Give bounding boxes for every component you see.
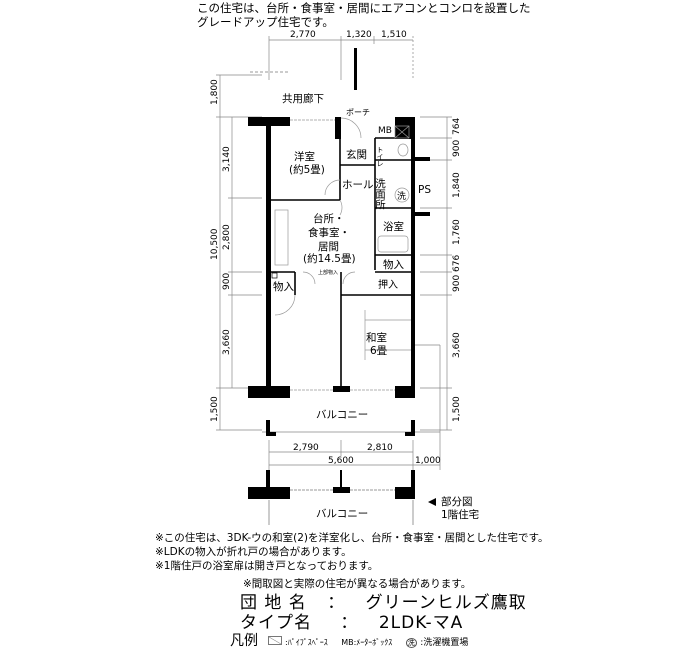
dim-left-3: 1,500	[210, 396, 220, 422]
legend-title: 凡例	[230, 633, 258, 649]
dim-bottom-2: 2,810	[367, 443, 393, 453]
legend-ps: :ﾊﾟｲﾌﾟｽﾍﾟｰｽ	[285, 638, 328, 647]
walls	[248, 117, 430, 436]
dim-right-1: 764	[452, 118, 462, 135]
separator: ：	[327, 593, 346, 613]
label-ldk-size: (約14.5畳)	[303, 252, 356, 265]
label-closet: 押入	[378, 278, 398, 291]
label-toilet: トイレ	[376, 146, 384, 167]
label-western-room: 洋室	[294, 150, 315, 163]
dim-top-1: 2,770	[290, 30, 316, 40]
property-name-row: 団 地 名 ： グリーンヒルズ鷹取	[240, 593, 527, 613]
dim-left-2: 10,500	[210, 228, 220, 260]
dim-right-5: 676	[452, 255, 462, 272]
legend: 凡例 :ﾊﾟｲﾌﾟｽﾍﾟｰｽ MB:ﾒｰﾀｰﾎﾞｯｸｽ 洗 :洗濯機置場	[230, 633, 469, 650]
header-line-1: この住宅は、台所・食事室・居間にエアコンとコンロを設置した	[197, 1, 531, 15]
dim-left-inner-2: 2,800	[222, 224, 232, 250]
label-storage-right: 物入	[383, 258, 404, 271]
label-balcony: バルコニー	[316, 409, 368, 421]
header-line-2: グレードアップ住宅です。	[197, 15, 334, 29]
label-entrance: 玄関	[346, 148, 367, 161]
label-porch: ポーチ	[346, 108, 370, 117]
dim-left-inner-1: 3,140	[222, 146, 232, 172]
partitions	[271, 125, 411, 390]
arrow-icon	[428, 498, 436, 506]
label-ldk-2: 食事室・	[308, 226, 350, 239]
label-partial-2: 1階住宅	[441, 508, 479, 521]
label-mb: MB	[378, 126, 392, 136]
label-ldk-3: 居間	[318, 241, 339, 253]
dim-left-inner-4: 3,660	[222, 329, 232, 355]
separator: ：	[340, 613, 359, 633]
note-3: ※1階住戸の浴室扉は開き戸となっております。	[155, 560, 379, 572]
disclaimer: ※間取図と実際の住宅が異なる場合があります。	[243, 578, 472, 590]
label-bath: 浴室	[383, 220, 404, 233]
dim-right-2: 900	[452, 140, 462, 157]
property-type-label: タイプ名	[240, 613, 312, 633]
label-corridor: 共用廊下	[282, 92, 324, 105]
dim-top-2: 1,320	[346, 30, 372, 40]
dim-right-6: 900	[452, 275, 462, 292]
label-washroom: 洗面所	[374, 178, 386, 210]
property-name-value: グリーンヒルズ鷹取	[365, 593, 527, 613]
label-western-room-size: (約5畳)	[289, 163, 325, 176]
property-type-value: 2LDK-マA	[378, 613, 464, 633]
label-storage-left: 物入	[273, 280, 294, 293]
dim-right-4: 1,760	[452, 219, 462, 245]
dim-bottom-3: 5,600	[328, 456, 354, 466]
dim-right-8: 1,500	[452, 396, 462, 422]
label-japanese-room: 和室	[366, 331, 387, 344]
dim-top-3: 1,510	[381, 30, 407, 40]
label-washer: 洗	[397, 190, 406, 202]
dim-left-1: 1,800	[210, 79, 220, 105]
property-type-row: タイプ名 ： 2LDK-マA	[240, 613, 463, 633]
note-1: ※この住宅は、3DK-ウの和室(2)を洋室化し、台所・食事室・居間とした住宅です…	[155, 532, 549, 544]
dim-bottom-1: 2,790	[293, 443, 319, 453]
property-name-label: 団 地 名	[240, 593, 307, 613]
washer-icon: 洗	[405, 638, 417, 648]
dim-right-3: 1,840	[452, 172, 462, 198]
legend-mb: MB:ﾒｰﾀｰﾎﾞｯｸｽ	[341, 638, 393, 647]
partial-plan	[248, 470, 436, 525]
label-ldk-1: 台所・	[313, 212, 345, 225]
label-balcony-partial: バルコニー	[316, 508, 368, 520]
label-hall: ホール	[342, 179, 374, 191]
label-japanese-room-size: 6畳	[370, 345, 388, 357]
dim-bottom-4: 1,000	[415, 456, 441, 466]
dimension-lines	[216, 36, 452, 470]
label-partial-1: 部分図	[441, 495, 473, 508]
note-2: ※LDKの物入が折れ戸の場合があります。	[155, 546, 352, 558]
legend-washer: :洗濯機置場	[420, 638, 469, 648]
pipe-space-icon	[267, 636, 282, 645]
dim-right-7: 3,660	[452, 332, 462, 358]
dim-left-inner-3: 900	[222, 273, 232, 290]
label-ps: PS	[418, 184, 431, 196]
fixtures	[271, 117, 411, 391]
label-upper-storage: 上部物入	[318, 269, 338, 276]
